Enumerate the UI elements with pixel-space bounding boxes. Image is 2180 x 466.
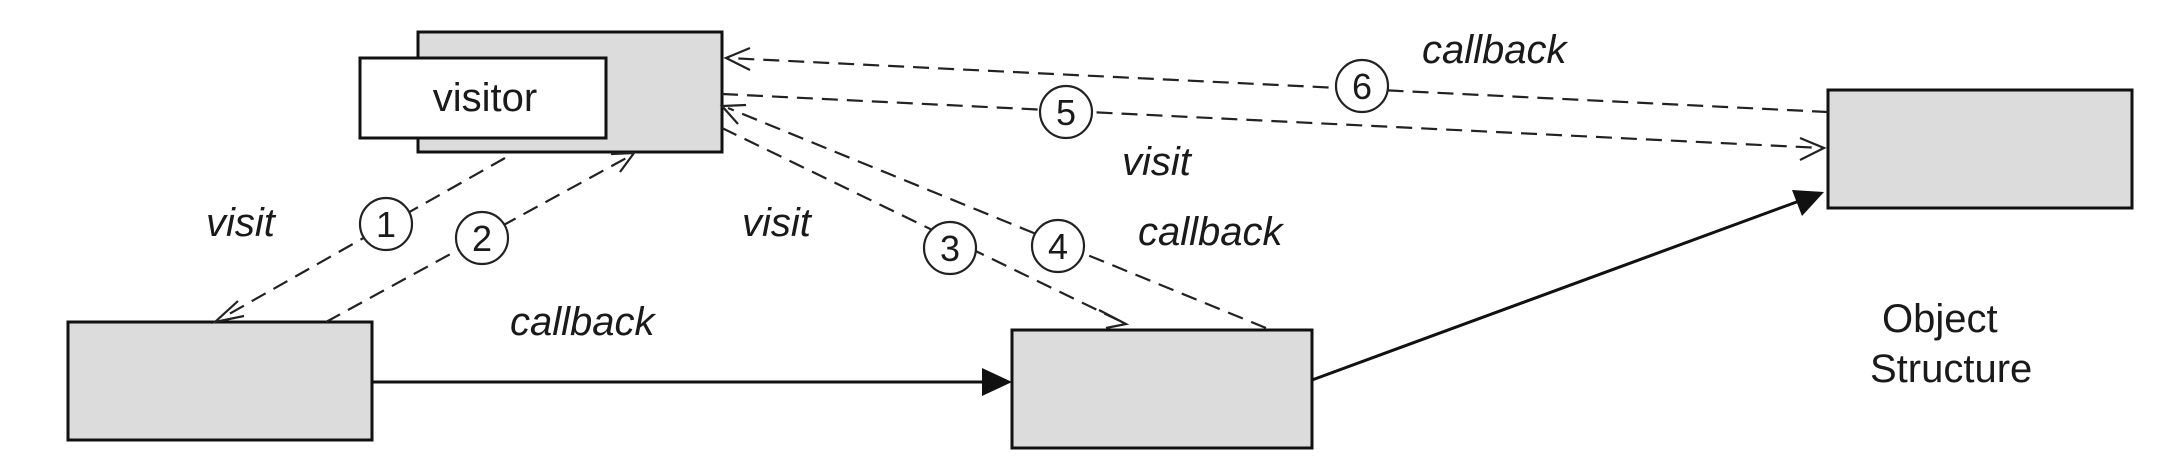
edge-1-number-circle (358, 196, 414, 252)
element-box-left (66, 320, 374, 442)
edge-5-label: visit (1122, 140, 1193, 184)
edge-3-visit (721, 127, 1130, 330)
edge-2-number-circle (454, 210, 510, 266)
edge-3-number: 3 (940, 228, 960, 269)
object-structure-label-line2: Structure (1870, 347, 2032, 391)
solid-arrowhead (1792, 190, 1824, 216)
edge-1-number: 1 (376, 204, 396, 245)
visitor-front-box (358, 56, 608, 140)
element-box-middle (1010, 328, 1314, 450)
solid-edge-label: callback (510, 300, 657, 344)
edge-2-callback (325, 151, 637, 323)
edge-5-number: 5 (1056, 92, 1076, 133)
solid-edge-left-to-middle (372, 368, 1012, 396)
visitor-node: visitor (358, 30, 724, 154)
edge-6-number-circle (1334, 58, 1390, 114)
edge-2-number: 2 (472, 218, 492, 259)
visitor-label: visitor (433, 76, 537, 120)
edge-6-label: callback (1422, 28, 1569, 72)
edge-4-number-circle (1030, 218, 1086, 274)
edge-6-number: 6 (1352, 66, 1372, 107)
object-structure-box (1826, 88, 2134, 210)
edge-3-number-circle (922, 220, 978, 276)
solid-arrowhead (982, 368, 1012, 396)
edge-5-number-circle (1038, 84, 1094, 140)
edge-1-label: visit (206, 201, 277, 245)
object-structure-label-line1: Object (1882, 297, 1998, 341)
edge-4-callback (719, 103, 1267, 330)
edge-4-number: 4 (1048, 226, 1068, 267)
edge-6-callback (723, 46, 1829, 114)
edge-4-label: callback (1138, 210, 1285, 254)
edge-5-visit (721, 92, 1827, 161)
solid-edge-middle-to-structure (1311, 190, 1824, 382)
edge-3-label: visit (742, 201, 813, 245)
